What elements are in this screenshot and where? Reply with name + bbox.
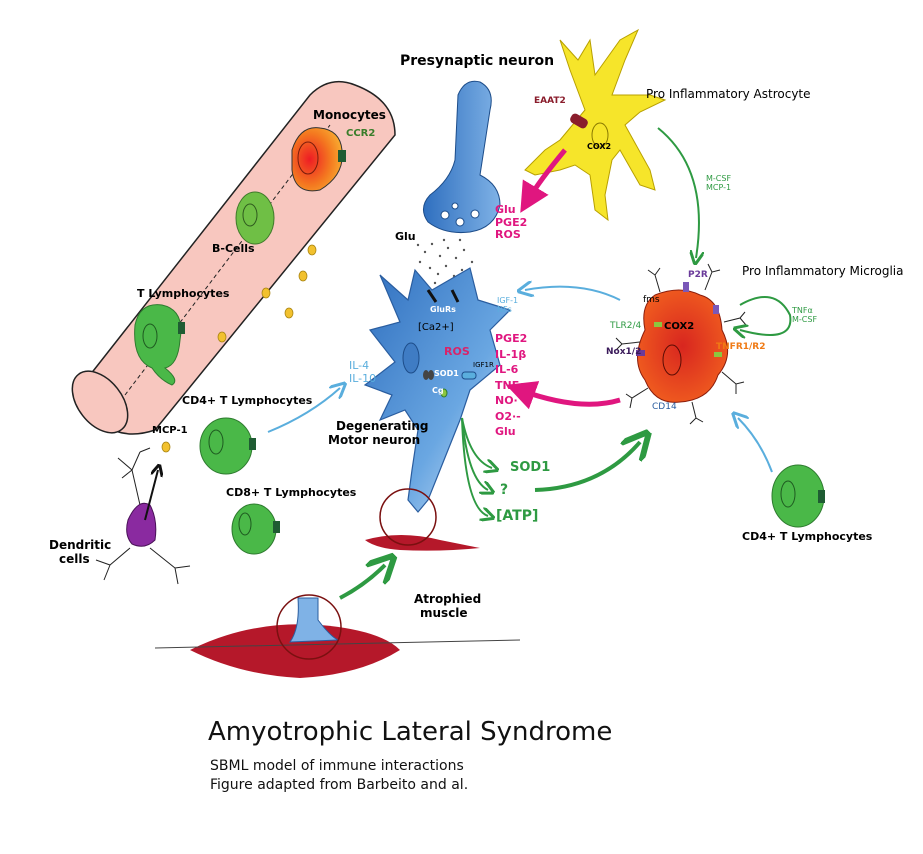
monocyte-cell	[291, 127, 346, 192]
cd8-label: CD8+ T Lymphocytes	[226, 486, 357, 499]
microglia-output: PGE2 IL-1β IL-6 TNFα NO· O2·- Glu	[495, 331, 527, 440]
atrophied-muscle-label: Atrophied muscle	[414, 592, 482, 621]
muscle-to-neuron-arrow	[339, 565, 385, 600]
mcsf2-line: M-CSF	[792, 315, 818, 325]
mg-out-3: IL-6	[495, 363, 519, 376]
cd4-to-neuron-arrow	[267, 388, 340, 433]
signals-to-microglia-arrow	[534, 442, 640, 492]
atp-label: [ATP]	[496, 508, 539, 524]
presynaptic-neuron	[423, 80, 501, 233]
cg-label: Cg	[432, 386, 444, 395]
igf1-line: IGF-1	[497, 296, 519, 305]
cox2-astrocyte-label: COX2	[587, 142, 612, 151]
b-cells-label: B-Cells	[212, 242, 255, 255]
chemokine-dots	[161, 244, 317, 453]
motor-neuron-line-1: Degenerating	[336, 419, 429, 433]
dendritic-label: Dendritic cells	[49, 538, 112, 567]
t-lymphocyte-vessel	[134, 304, 185, 386]
cd14-label: CD14	[652, 402, 677, 412]
astrocyte-output: Glu PGE2 ROS	[495, 203, 528, 242]
dendritic-cell	[95, 447, 191, 585]
p2r-label: P2R	[688, 270, 708, 280]
cd4-lymphocyte-left	[199, 417, 256, 475]
cd4-lymphocyte-right	[771, 464, 825, 528]
microglia-to-neuron-arrow	[505, 381, 621, 410]
presynaptic-neuron-label: Presynaptic neuron	[400, 53, 555, 69]
neuron-to-sod1-arrow	[461, 417, 492, 468]
astrocyte-to-neuron-arrow	[520, 148, 567, 213]
sod1-output-label: SOD1	[510, 460, 551, 475]
astro-out-2: PGE2	[495, 215, 528, 229]
mg-out-4: TNFα	[495, 378, 527, 392]
glurs-label: GluRs	[430, 305, 456, 314]
motor-neuron-line-2: Motor neuron	[328, 432, 421, 447]
nfs-line: NFs	[497, 305, 512, 315]
cd4-to-microglia-arrow	[738, 418, 773, 473]
mcp1-line: MCP-1	[706, 183, 732, 193]
igf1r-label: IGF1R	[473, 361, 494, 369]
mg-out-5: NO·	[495, 394, 518, 407]
il10-line: IL-10	[349, 371, 377, 385]
astrocyte-label: Pro Inflammatory Astrocyte	[646, 87, 811, 101]
microglia-cell	[615, 263, 747, 425]
mcsf-mcp1-label: M-CSF MCP-1	[706, 174, 731, 192]
microglia-self-arrow	[740, 296, 792, 335]
mg-out-2: IL-1β	[495, 347, 527, 361]
motor-neuron-label: Degenerating Motor neuron	[328, 419, 429, 448]
subtitle-line-1: SBML model of immune interactions	[210, 758, 464, 774]
tnf-mcsf-label: TNFα M-CSF	[792, 306, 817, 324]
mcsf-line: M-CSF	[706, 174, 732, 183]
b-cell	[235, 191, 275, 245]
eaat2-label: EAAT2	[534, 96, 566, 106]
il-label: IL-4 IL-10	[349, 359, 377, 385]
igf-nfs-label: IGF-1 NFs	[497, 296, 518, 314]
astro-out-3: ROS	[495, 228, 521, 242]
dendritic-line-1: Dendritic	[49, 538, 112, 552]
microglia-to-neuron-blue-arrow	[525, 287, 621, 301]
mg-out-6: O2·-	[495, 409, 521, 423]
healthy-muscle	[154, 594, 521, 678]
t-lymphocytes-label: T Lymphocytes	[137, 287, 230, 300]
monocytes-label: Monocytes	[313, 108, 386, 122]
atrophied-muscle	[365, 488, 480, 551]
mcp1-label: MCP-1	[152, 425, 188, 436]
dendritic-line-2: cells	[59, 551, 90, 566]
atrophied-line-2: muscle	[420, 605, 468, 620]
mg-out-7: Glu	[495, 425, 516, 438]
fms-label: fms	[643, 295, 660, 305]
neuron-to-atp-arrow	[461, 417, 488, 516]
cd4-right-label: CD4+ T Lymphocytes	[742, 530, 873, 543]
ros-neuron-label: ROS	[444, 345, 470, 358]
mg-out-1: PGE2	[495, 332, 528, 345]
calcium-label: [Ca2+]	[418, 322, 454, 333]
astrocyte-cell	[524, 28, 667, 222]
question-label: ?	[500, 482, 509, 498]
nox-label: Nox1/2	[606, 347, 642, 357]
glutamate-particles	[416, 238, 474, 290]
ccr2-label: CCR2	[346, 128, 376, 139]
astrocyte-to-microglia-arrow	[657, 127, 699, 258]
subtitle-line-2: Figure adapted from Barbeito and al.	[210, 777, 469, 793]
cd8-lymphocyte	[231, 503, 280, 555]
atrophied-line-1: Atrophied	[414, 592, 482, 606]
astro-out-1: Glu	[495, 203, 516, 216]
glu-label: Glu	[395, 230, 416, 243]
blood-vessel	[71, 80, 396, 435]
il4-line: IL-4	[349, 359, 370, 372]
microglia-label: Pro Inflammatory Microglia	[742, 264, 904, 278]
motor-neuron	[363, 267, 512, 513]
diagram-title: Amyotrophic Lateral Syndrome	[208, 717, 613, 747]
tnf-line: TNFα	[792, 306, 813, 315]
sod1-neuron-label: SOD1	[434, 369, 459, 378]
diagram-subtitle: SBML model of immune interactions Figure…	[210, 757, 468, 795]
tnfr-label: TNFR1/R2	[716, 342, 766, 352]
cox2-microglia-label: COX2	[664, 321, 695, 332]
tlr-label: TLR2/4	[610, 321, 642, 331]
cd4-left-label: CD4+ T Lymphocytes	[182, 394, 313, 407]
